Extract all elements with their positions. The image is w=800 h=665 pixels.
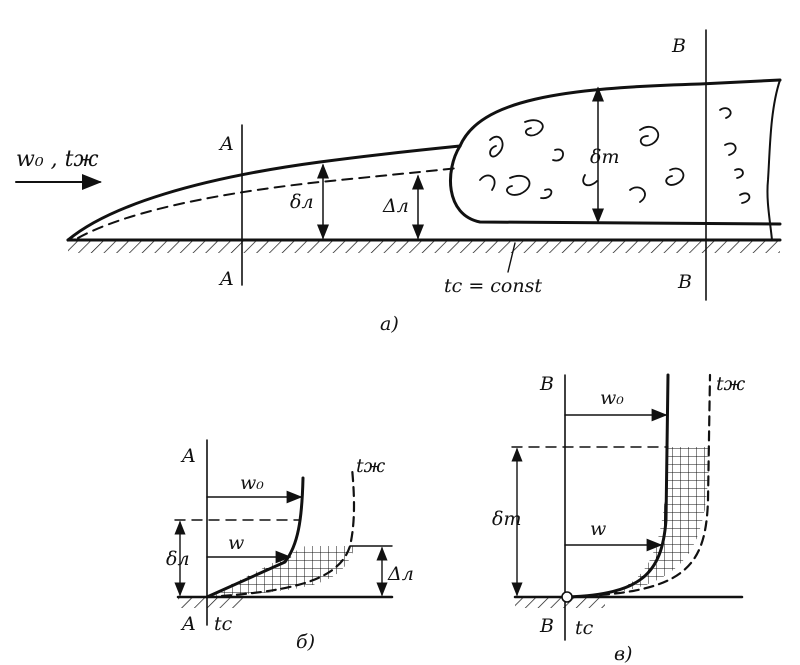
w-b-label: w: [228, 532, 244, 554]
thermal-laminar-line: [77, 167, 459, 239]
caption-a: а): [380, 313, 399, 335]
section-a-bottom-label: A: [218, 268, 234, 290]
temperature-profile-c: [598, 373, 712, 597]
delta-laminar-b-label: δл: [166, 548, 190, 570]
section-c-bottom-label: B: [539, 615, 554, 637]
thermal-shading-c: [608, 447, 710, 594]
t-fluid-c-label: tж: [716, 373, 746, 395]
wall-temp-leader: [507, 242, 516, 273]
wall-point-marker: [561, 591, 573, 603]
section-b-top-label: B: [671, 35, 686, 57]
w-c-label: w: [590, 518, 606, 540]
figure-c: B B tс w₀ w tж δт в): [492, 373, 746, 665]
flow-label: w₀ , tж: [16, 147, 98, 172]
section-b-fig-top-label: A: [180, 445, 196, 467]
section-a-top-label: A: [218, 133, 234, 155]
thermal-shading-b: [207, 546, 355, 597]
temperature-profile-b: [220, 466, 356, 598]
w0-c-label: w₀: [600, 387, 624, 409]
section-c-top-label: B: [539, 373, 554, 395]
wall-hatching-b: [178, 598, 243, 608]
delta-turbulent-c-label: δт: [492, 508, 521, 530]
turbulent-lower-edge: [449, 144, 782, 226]
section-b-fig-bottom-label: A: [180, 613, 196, 635]
wall-hatching: [68, 241, 780, 253]
caption-b: б): [296, 631, 315, 653]
turbulent-cut-edge: [766, 79, 781, 241]
wall-temp-c-label: tс: [575, 617, 594, 639]
laminar-boundary-line: [66, 144, 462, 242]
delta-turbulent-label: δт: [590, 146, 619, 168]
wall-temp-label: tс = const: [444, 275, 542, 297]
velocity-profile-c: [566, 373, 670, 599]
turbulent-eddies: [479, 107, 751, 204]
turbulent-upper-edge: [458, 78, 782, 148]
figure-a: A A B B w₀ , tж δл Δл δт tс = const а): [15, 29, 782, 335]
Delta-laminar-label: Δл: [382, 195, 409, 217]
w0-b-label: w₀: [240, 472, 264, 494]
wall-hatching-c: [515, 598, 605, 608]
delta-laminar-label: δл: [290, 191, 314, 213]
t-fluid-b-label: tж: [356, 455, 386, 477]
wall-temp-b-label: tс: [214, 613, 233, 635]
section-b-bottom-label: B: [677, 271, 692, 293]
caption-c: в): [614, 643, 632, 665]
Delta-laminar-b-label: Δл: [387, 563, 414, 585]
figure-b: A A tс w₀ w tж δл Δл б): [166, 439, 414, 653]
